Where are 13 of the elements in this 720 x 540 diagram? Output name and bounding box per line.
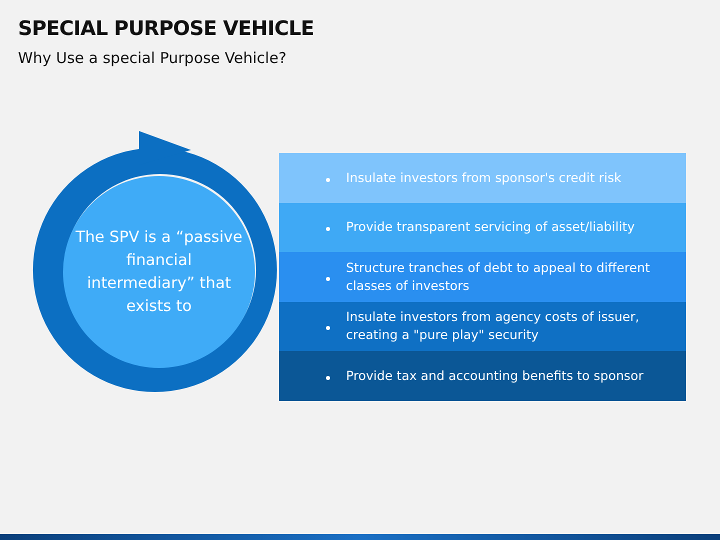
circle-text: The SPV is a “passive financial intermediary” that exists to: [74, 227, 244, 317]
slide-title: SPECIAL PURPOSE VEHICLE: [18, 16, 314, 40]
band-text: Structure tranches of debt to appeal to different classes of investors: [346, 258, 651, 295]
list-band: [279, 153, 686, 202]
list-band: [279, 351, 686, 400]
list-band: [279, 252, 686, 302]
slide-subtitle: Why Use a special Purpose Vehicle?: [18, 49, 286, 67]
list-band: [279, 302, 686, 351]
band-text: Provide transparent servicing of asset/liability: [346, 218, 636, 236]
band-text: Insulate investors from sponsor's credit risk: [346, 168, 622, 187]
band-text: Provide tax and accounting benefits to sponsor: [346, 366, 644, 385]
band-text: Insulate investors from agency costs of issuer, creating a "pure play" security: [346, 308, 640, 344]
list-band: [279, 202, 686, 252]
